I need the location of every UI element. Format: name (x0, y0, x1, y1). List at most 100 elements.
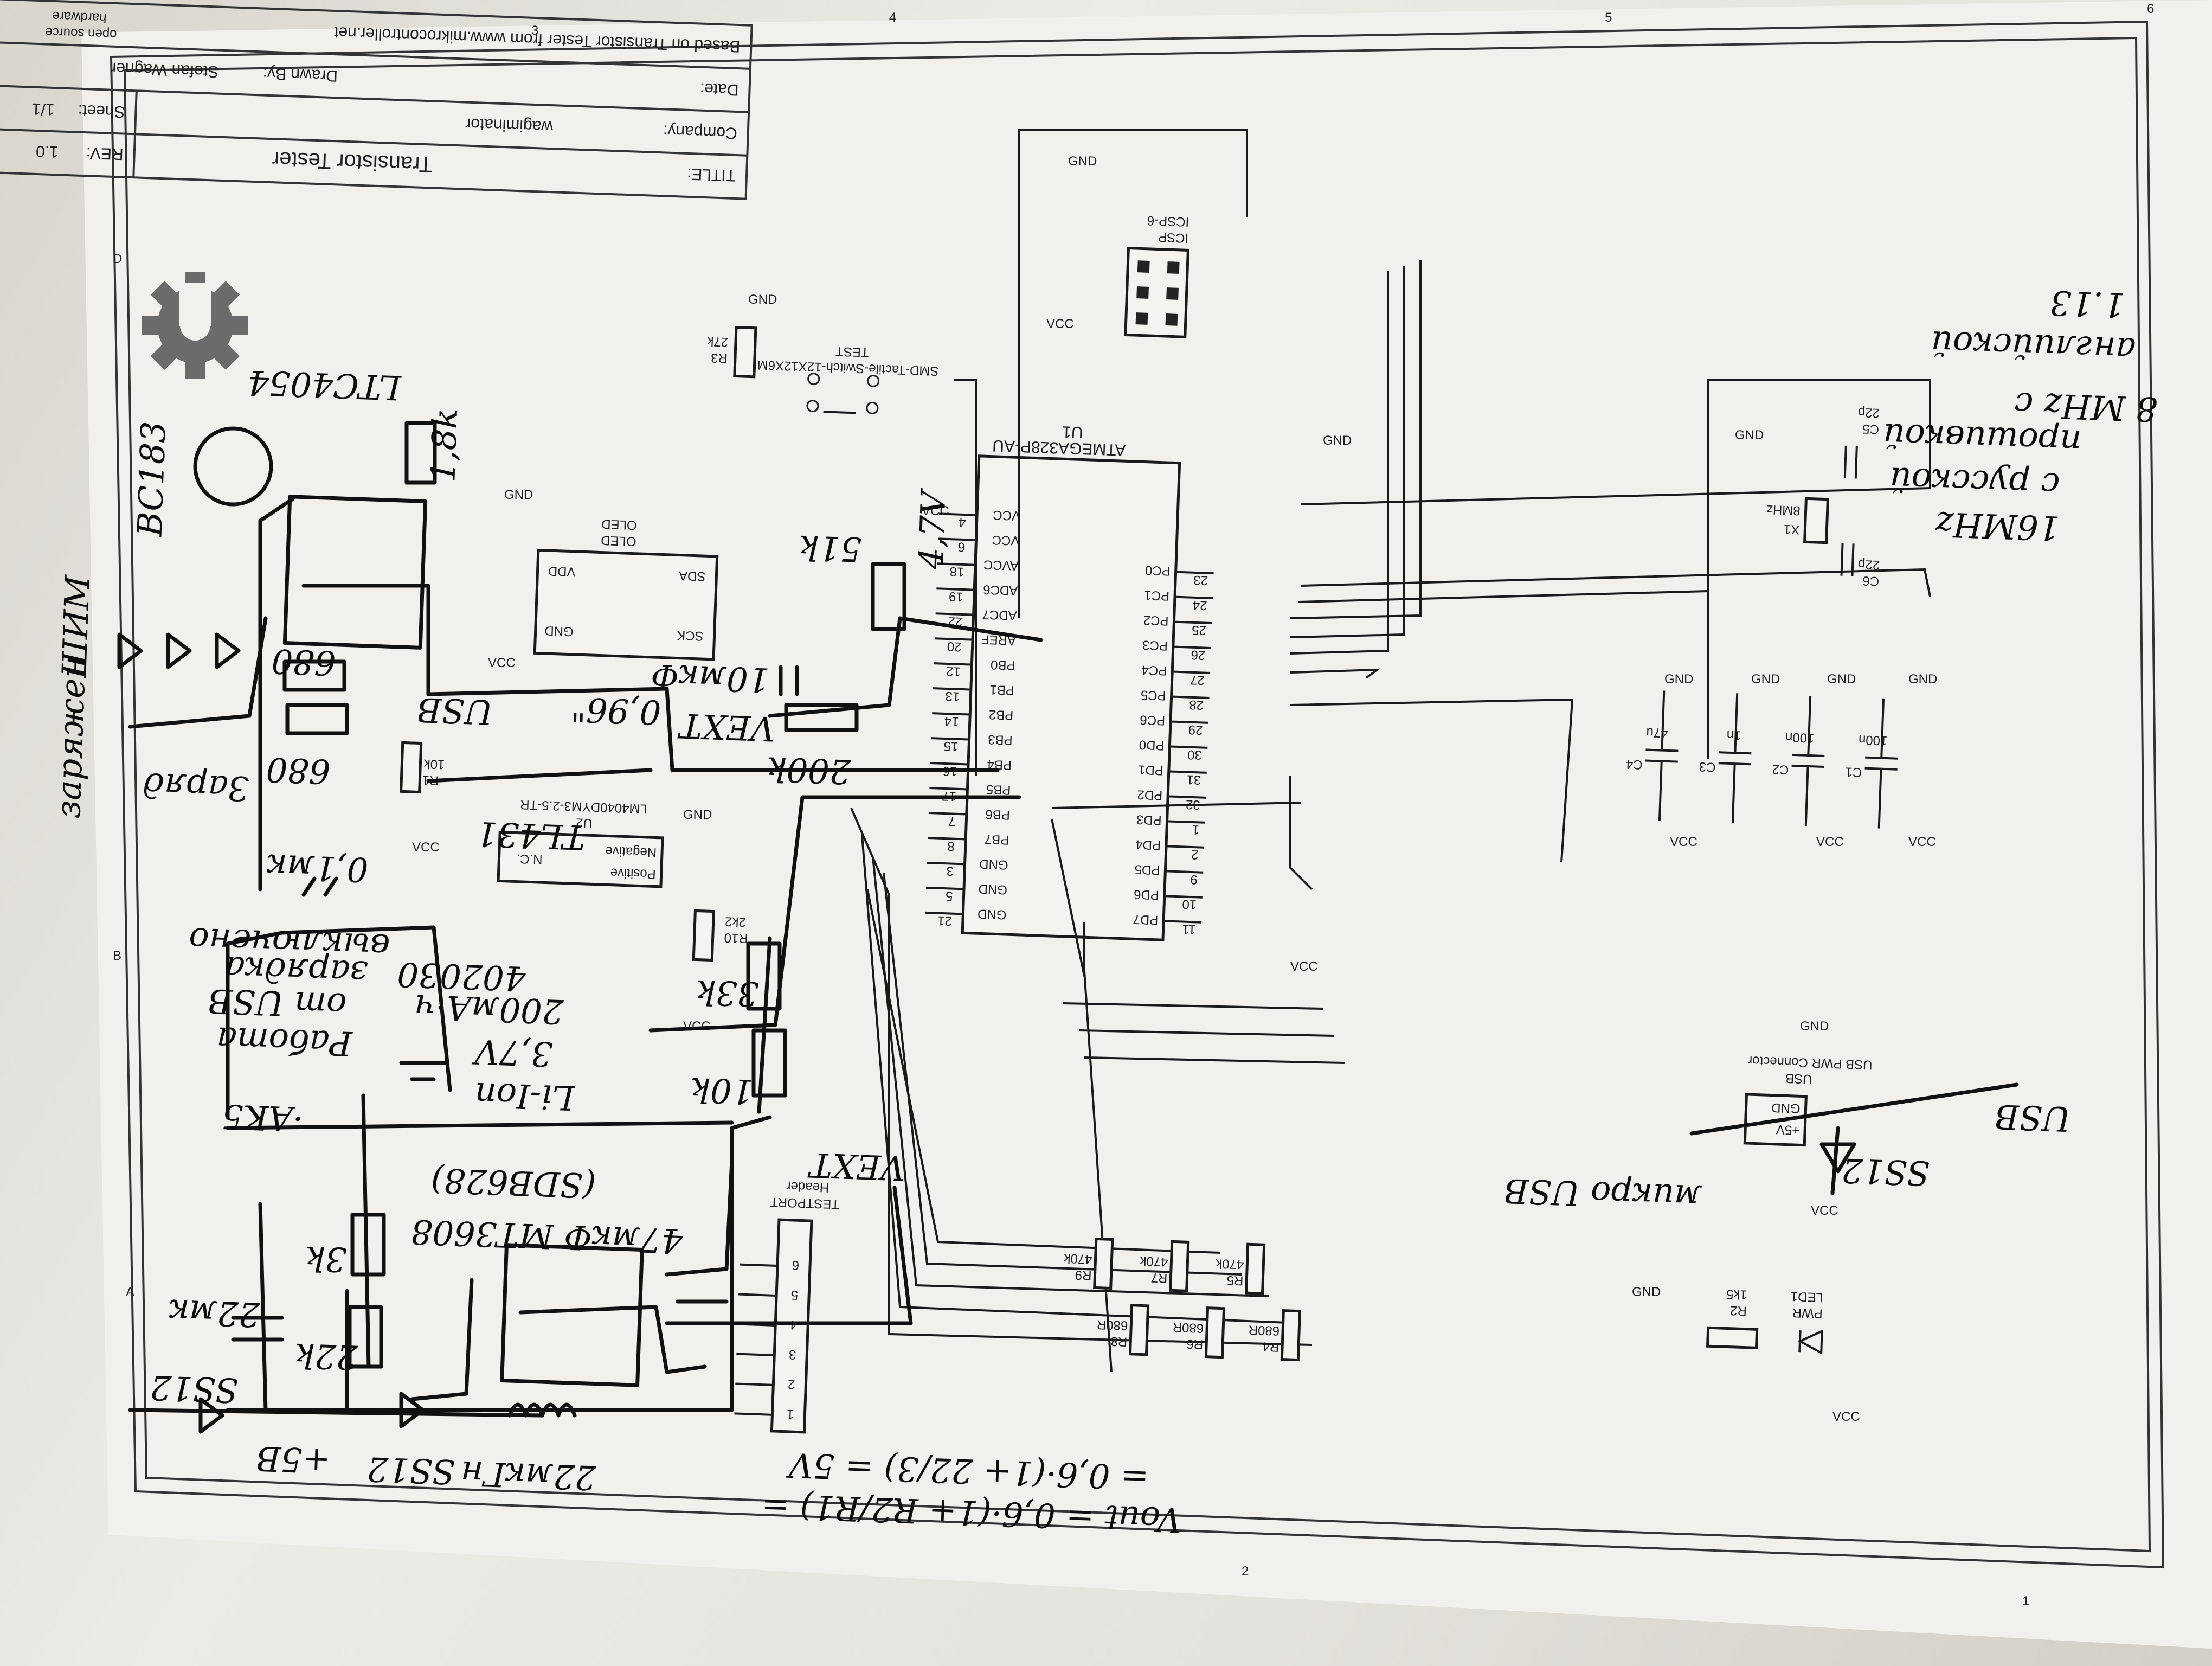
u2-name: U2 (576, 815, 593, 830)
col-label: 4 (889, 10, 896, 25)
mcu-pin-name: PD6 (1134, 887, 1160, 902)
mcu-pin-line (932, 712, 970, 716)
testport-pin: 1 (787, 1407, 794, 1421)
mcu-pin-line (931, 737, 969, 741)
mcu-pin-name: GND (978, 906, 1007, 922)
bank-resistor (1169, 1240, 1190, 1292)
note-osc-3: прошивкой (1882, 415, 2082, 462)
testport-lead (736, 1353, 775, 1356)
mcu-pin-line (935, 612, 974, 616)
mcu-pin-line (925, 911, 963, 915)
bank-resistor-name: R9 (1075, 1267, 1092, 1283)
gnd-label: GND (748, 292, 777, 307)
bank-resistor-name: R7 (1150, 1270, 1168, 1285)
r3-name: R3 (711, 350, 728, 366)
crystal-value: 8MHz (1766, 502, 1801, 518)
note-zaryazhen: заряжен (48, 656, 93, 819)
bank-resistor-name: R4 (1262, 1339, 1279, 1354)
bank-resistor-value: 680R (1096, 1317, 1128, 1333)
note-inductor: 22мкГн (460, 1453, 597, 1498)
note-work-3b: выключено (188, 920, 390, 966)
gnd-label: GND (1068, 154, 1097, 169)
mcu-pin-num: 6 (957, 540, 965, 554)
note-vext2: VEXT (677, 706, 776, 748)
oled-part: OLED (601, 517, 637, 533)
r1-value: 10k (423, 757, 445, 772)
u2-pin-pos: Positive (610, 866, 656, 882)
mcu-pin-name: PC2 (1143, 613, 1169, 629)
mcu-wiring (850, 129, 1931, 1373)
testport-part: Header (786, 1179, 829, 1195)
gnd-label: GND (1800, 1019, 1829, 1034)
mcu-pin-name: PC5 (1141, 688, 1167, 703)
note-tl431: TL431 (475, 814, 586, 857)
r3-value: 27k (706, 334, 729, 349)
bank-resistor-value: 470k (1215, 1256, 1244, 1272)
gnd-label: GND (1908, 672, 1937, 687)
mcu-pin-num: 2 (1191, 847, 1199, 862)
note-bc: BC183 (130, 421, 173, 538)
mcu-pin-num: 21 (937, 913, 953, 928)
vcc-label: VCC (412, 840, 440, 855)
mcu-pin-num: 8 (947, 838, 955, 853)
mcu-u1: 11PD710PD69PD52PD41PD332PD231PD130PD029P… (925, 422, 1214, 941)
gnd-label: GND (1632, 1285, 1661, 1299)
note-work-3: зарядка (224, 949, 369, 993)
mcu-pin-num: 11 (1182, 921, 1196, 937)
mcu-pin-name: PC0 (1145, 563, 1171, 579)
sheet-value: 1/1 (31, 100, 55, 118)
mcu-pin-line (1163, 920, 1202, 924)
power-symbols: VCC GND GND VCC GND VCC GND VCC VCC VCC … (412, 154, 1937, 1424)
vcc-label: VCC (1290, 959, 1318, 974)
mcu-pin-name: VCC (993, 508, 1021, 523)
mcu-pin-line (937, 562, 975, 566)
rev-label: REV: (86, 144, 124, 163)
mcu-pin-name: PC1 (1144, 588, 1170, 604)
crystal-name: X1 (1784, 522, 1800, 537)
col-label: 3 (531, 23, 538, 38)
mcu-pin-line (934, 662, 972, 666)
drawing-frame-inner (123, 36, 2151, 1553)
usb-pin-5v: +5V (1776, 1122, 1799, 1137)
vcc-label: VCC (488, 656, 516, 670)
date-label: Date: (699, 80, 739, 99)
handwritten-circuit (117, 421, 2019, 1434)
cap-name: C3 (1699, 759, 1716, 774)
mcu-pin-line (1174, 595, 1213, 600)
border-labels: 6 5 4 3 2 1 D B A (113, 2, 2154, 1609)
mcu-pin-line (1166, 845, 1204, 849)
cap-lead (1734, 693, 1739, 753)
gnd-label: GND (1827, 672, 1856, 687)
bank-resistor (1280, 1309, 1302, 1362)
testport-lead (734, 1412, 773, 1416)
cap-value: 1n (1726, 728, 1741, 743)
oled-label: OLED (601, 533, 636, 548)
mcu-pin-num: 31 (1186, 772, 1201, 787)
gnd-label: GND (1664, 672, 1693, 687)
note-sdb628: (SDB628) (430, 1160, 597, 1206)
note-r51k: 51k (798, 528, 863, 569)
mcu-pin-name: VCC (992, 533, 1020, 548)
row-label: B (113, 949, 121, 963)
col-label: 6 (2147, 2, 2154, 16)
test-switch: TEST SMD-Tactile-Switch-12X12X6MM R3 27k (706, 325, 939, 414)
mcu-name: U1 (1062, 422, 1083, 441)
mcu-pin-name: PB1 (989, 682, 1014, 698)
cap-value: 100n (1785, 729, 1815, 745)
drawn-by-value: Stefan Wagner (111, 59, 219, 81)
vcc-label: VCC (1670, 835, 1697, 849)
note-r10k: 10k (690, 1070, 754, 1112)
mcu-pin-line (935, 637, 973, 641)
gnd-label: GND (683, 808, 712, 822)
note-vext: VEXT (807, 1145, 906, 1188)
mcu-pin-num: 30 (1187, 747, 1203, 762)
oled-pin-vdd: VDD (548, 563, 576, 579)
mcu-pin-name: PB6 (985, 807, 1010, 823)
mcu-pin-name: PB7 (984, 832, 1009, 848)
mcu-pin-num: 10 (1182, 896, 1197, 912)
note-ss12-a: SS12 (366, 1449, 455, 1492)
bank-resistor (1128, 1304, 1150, 1356)
note-usb: USB (1994, 1097, 2072, 1139)
